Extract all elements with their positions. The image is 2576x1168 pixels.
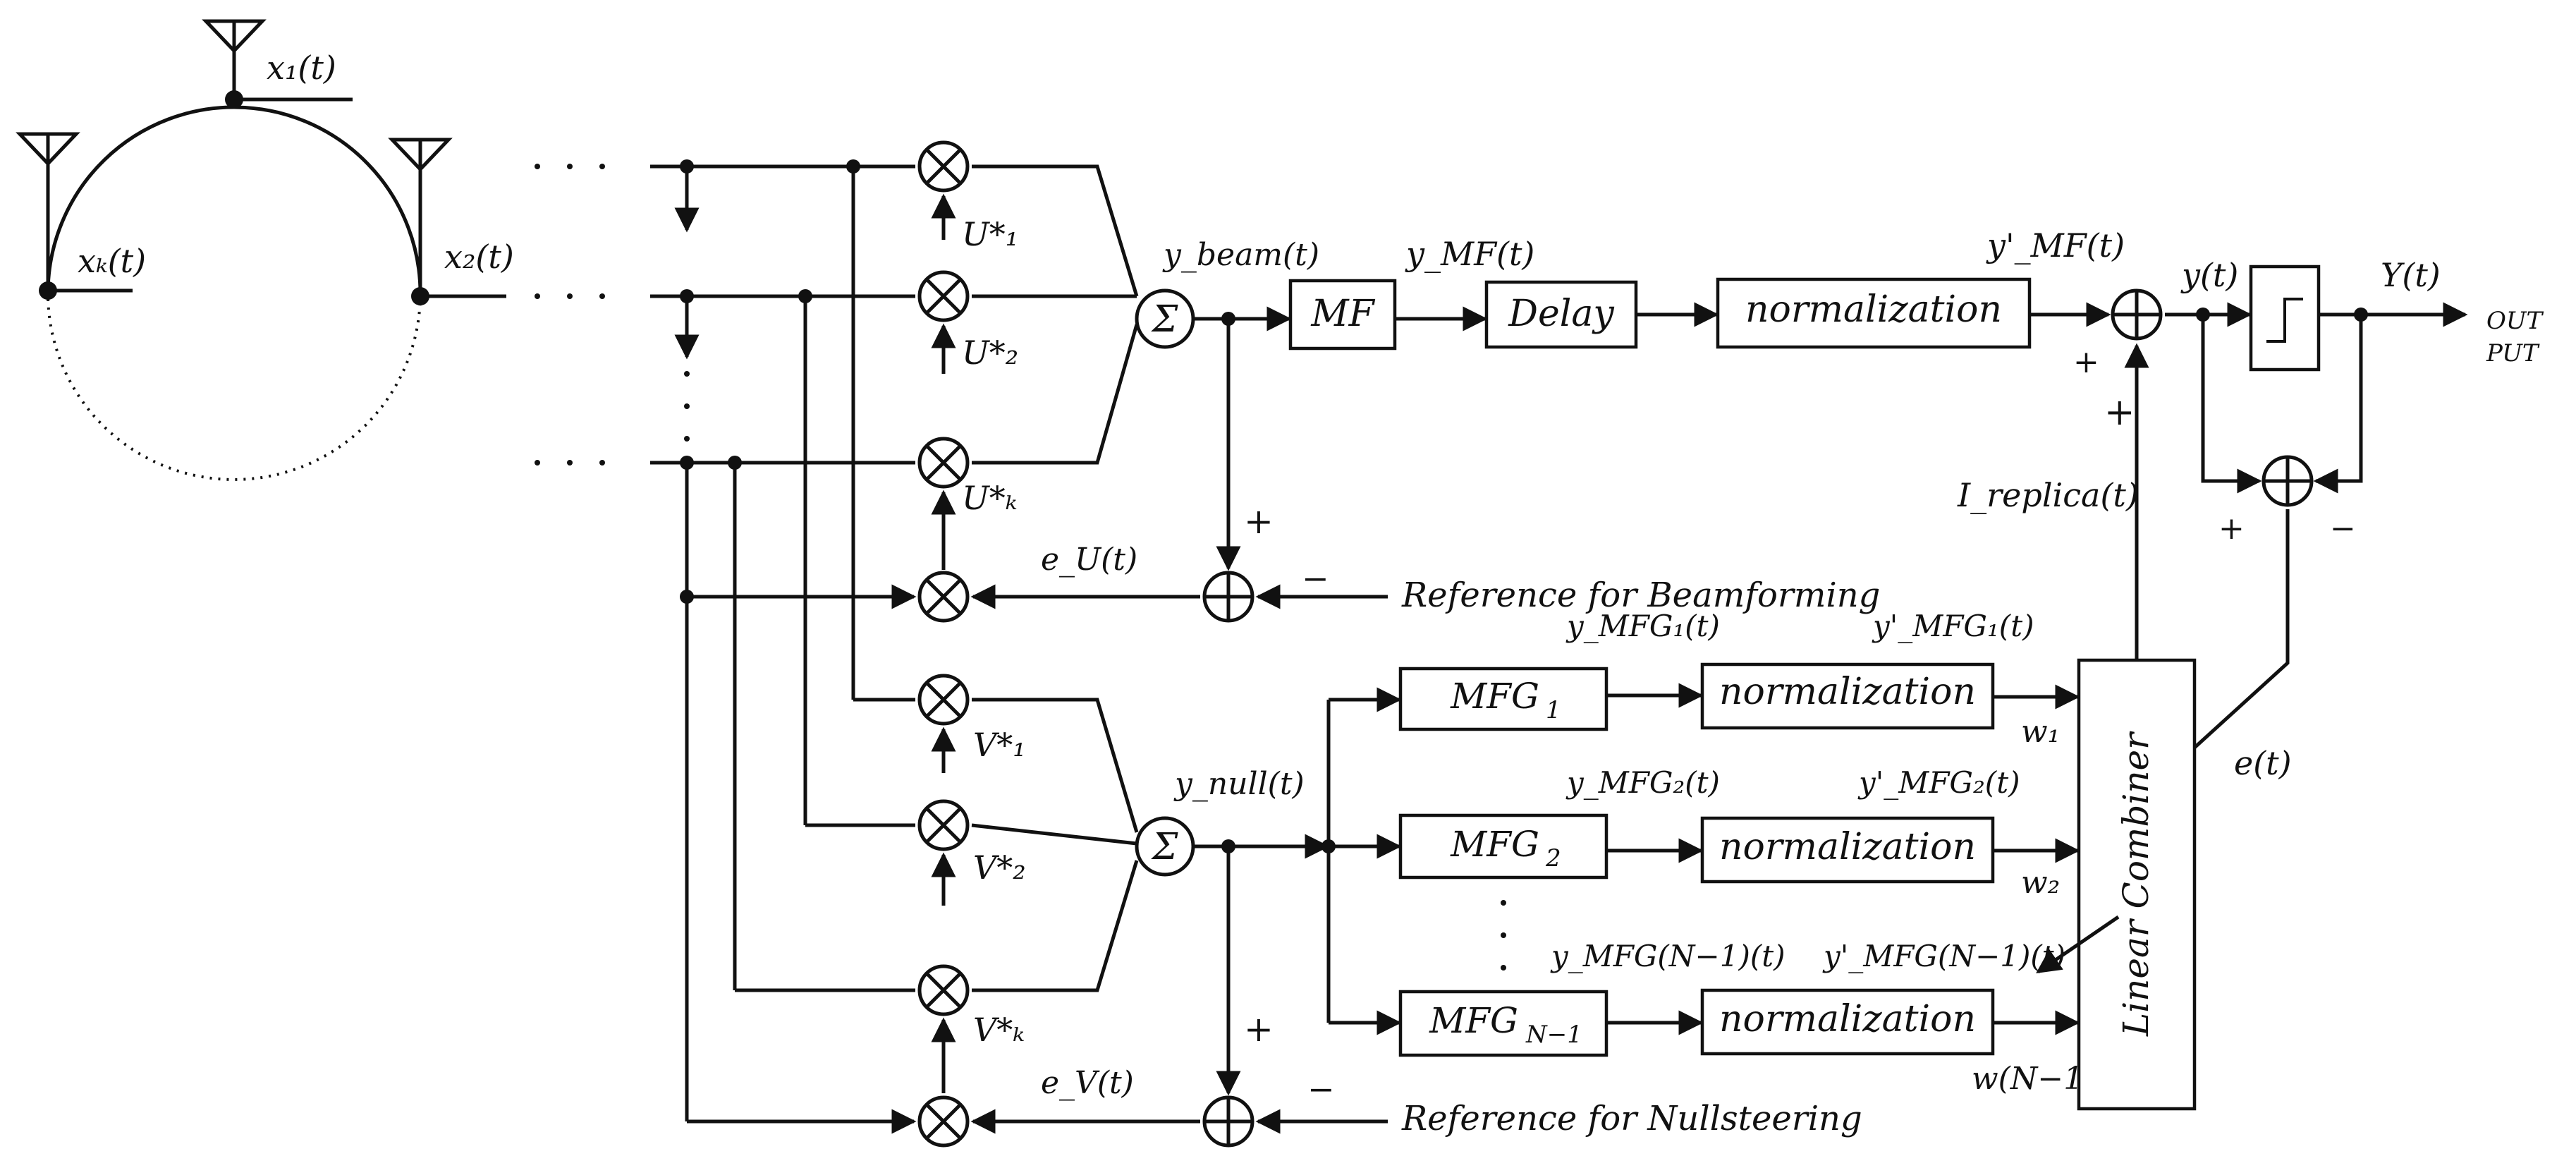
i-replica-label: I_replica(t) xyxy=(1957,476,2139,514)
w1-label: w₁ xyxy=(2021,714,2060,750)
mf-block-label: MF xyxy=(1310,293,1375,335)
w2-label: w₂ xyxy=(2021,865,2060,901)
sum-symbol: Σ xyxy=(1151,298,1178,341)
Y-output-label: Y(t) xyxy=(2381,256,2441,294)
weight-u1-label: U*₁ xyxy=(962,215,1018,253)
weight-u2-label: U*₂ xyxy=(962,334,1018,372)
linear-combiner-block xyxy=(2077,658,2197,1111)
signal-x1-label: x₁(t) xyxy=(267,49,336,87)
mfg1-block-label: MFG xyxy=(1450,676,1539,717)
beam-summer: Σ xyxy=(972,164,1195,465)
e-v-label: e_V(t) xyxy=(1041,1065,1134,1101)
antenna-icon xyxy=(388,138,453,296)
mfgn-block xyxy=(1398,990,1609,1057)
minus-sign: − xyxy=(2330,511,2356,547)
normalization-block-1 xyxy=(1700,662,1995,730)
weight-v2-label: V*₂ xyxy=(973,848,1026,887)
linear-combiner-label: Linear Combiner xyxy=(2116,731,2156,1037)
y-mf-label: y_MF(t) xyxy=(1405,235,1534,273)
signal-x2-label: x₂(t) xyxy=(444,238,514,276)
mfg2-block-label: MFG xyxy=(1450,824,1539,865)
y-mfg1-prime-label: y'_MFG₁(t) xyxy=(1872,609,2034,643)
normalization-block-n xyxy=(1700,988,1995,1056)
mfg1-block xyxy=(1398,667,1609,731)
antenna-icon xyxy=(202,19,267,99)
delay-block xyxy=(1484,280,1638,349)
delay-block-label: Delay xyxy=(1508,293,1614,335)
mfgn-block-label: MFG xyxy=(1429,1000,1518,1041)
mfg1-subscript: 1 xyxy=(1546,696,1561,724)
antenna-icon xyxy=(16,132,80,291)
e-u-label: e_U(t) xyxy=(1041,542,1137,578)
plus-sign: + xyxy=(2073,344,2099,380)
normalization-label-1: normalization xyxy=(1719,671,1976,713)
sum-symbol: Σ xyxy=(1151,826,1178,868)
minus-sign: − xyxy=(1302,559,1329,597)
mfgn-subscript: N−1 xyxy=(1525,1021,1582,1049)
y-mfgn-label: y_MFG(N−1)(t) xyxy=(1550,939,1786,973)
y-beam-label: y_beam(t) xyxy=(1162,237,1319,273)
normalization-label-2: normalization xyxy=(1719,826,1976,868)
mfg2-subscript: 2 xyxy=(1545,844,1561,872)
y-mfg2-prime-label: y'_MFG₂(t) xyxy=(1857,765,2020,800)
antenna-array: x₁(t) x₂(t) xₖ(t) xyxy=(16,19,514,481)
normalization-label-main: normalization xyxy=(1745,288,2002,331)
plus-sign: + xyxy=(2104,391,2135,434)
normalization-block-2 xyxy=(1700,816,1995,884)
y-label: y(t) xyxy=(2180,256,2238,294)
decision-block xyxy=(2249,264,2321,372)
plus-sign: + xyxy=(1244,501,1274,542)
wn-label: w(N−1) xyxy=(1972,1061,2095,1097)
plus-sign: + xyxy=(2218,511,2245,547)
weight-uk-label: U*ₖ xyxy=(962,479,1018,517)
y-mf-prime-label: y'_MF(t) xyxy=(1986,226,2125,264)
y-mfgn-prime-label: y'_MFG(N−1)(t) xyxy=(1822,939,2065,973)
plus-sign: + xyxy=(1244,1009,1274,1050)
y-null-label: y_null(t) xyxy=(1173,766,1305,802)
reference-nullsteering-label: Reference for Nullsteering xyxy=(1401,1099,1862,1138)
minus-sign: − xyxy=(1307,1070,1335,1108)
output-label-line2: PUT xyxy=(2486,339,2540,367)
input-bus xyxy=(650,159,917,1134)
e-label: e(t) xyxy=(2234,744,2292,782)
signal-xk-label: xₖ(t) xyxy=(78,242,146,280)
reference-beamforming-label: Reference for Beamforming xyxy=(1401,576,1880,615)
null-summer: Σ xyxy=(971,698,1195,992)
weight-v1-label: V*₁ xyxy=(973,726,1026,764)
mf-block xyxy=(1288,279,1397,351)
beam-weights: U*₁ U*₂ U*ₖ xyxy=(920,142,1018,621)
weight-vk-label: V*ₖ xyxy=(973,1011,1025,1049)
null-weights: V*₁ V*₂ V*ₖ xyxy=(920,676,1026,1145)
normalization-label-n: normalization xyxy=(1719,998,1976,1040)
output-label-line1: OUT xyxy=(2486,307,2544,335)
continuation-dots xyxy=(535,164,1506,971)
mfg2-block xyxy=(1398,813,1609,880)
y-mfg2-label: y_MFG₂(t) xyxy=(1565,765,1720,800)
y-mfg1-label: y_MFG₁(t) xyxy=(1565,609,1720,643)
